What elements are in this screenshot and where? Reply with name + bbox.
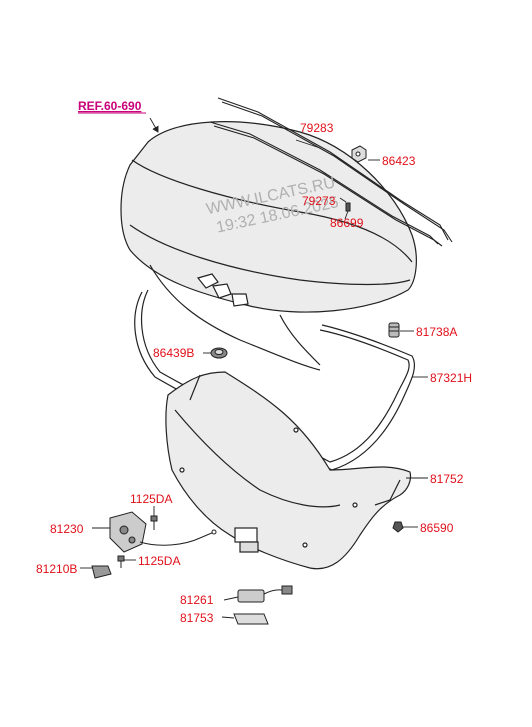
latch-81230-shape [109, 511, 217, 553]
label-81738a[interactable]: 81738A [416, 325, 457, 339]
switch-81261-shape [237, 585, 293, 603]
label-79273[interactable]: 79273 [302, 194, 336, 208]
label-86423[interactable]: 86423 [382, 154, 416, 168]
cover-81753-shape [233, 613, 269, 625]
label-79283[interactable]: 79283 [300, 121, 334, 135]
label-81753[interactable]: 81753 [180, 611, 214, 625]
striker-81210b-shape [91, 565, 112, 579]
label-86699[interactable]: 86699 [330, 216, 364, 230]
label-86439b[interactable]: 86439B [153, 346, 194, 360]
label-81230[interactable]: 81230 [50, 522, 84, 536]
label-81210b[interactable]: 81210B [36, 562, 77, 576]
wire-rods [209, 97, 453, 247]
bolt-shapes [117, 515, 158, 568]
reference-label[interactable]: REF.60-690 [78, 99, 142, 113]
trim-panel [165, 371, 412, 570]
label-1125da-bottom[interactable]: 1125DA [138, 554, 180, 568]
label-86590[interactable]: 86590 [420, 521, 454, 535]
weatherstrip [134, 289, 416, 471]
stopper-81738a-shape [388, 322, 400, 338]
clip-86423-shape [351, 145, 367, 163]
grommet-86439b-shape [210, 347, 228, 359]
label-81752[interactable]: 81752 [430, 472, 464, 486]
trunk-lid [120, 121, 417, 371]
bumper-86699-shape [345, 202, 351, 212]
leader-lines [80, 117, 428, 619]
label-81261[interactable]: 81261 [180, 593, 214, 607]
label-1125da-top[interactable]: 1125DA [130, 492, 172, 506]
clip-86590-shape [392, 521, 404, 533]
label-87321h[interactable]: 87321H [430, 371, 472, 385]
